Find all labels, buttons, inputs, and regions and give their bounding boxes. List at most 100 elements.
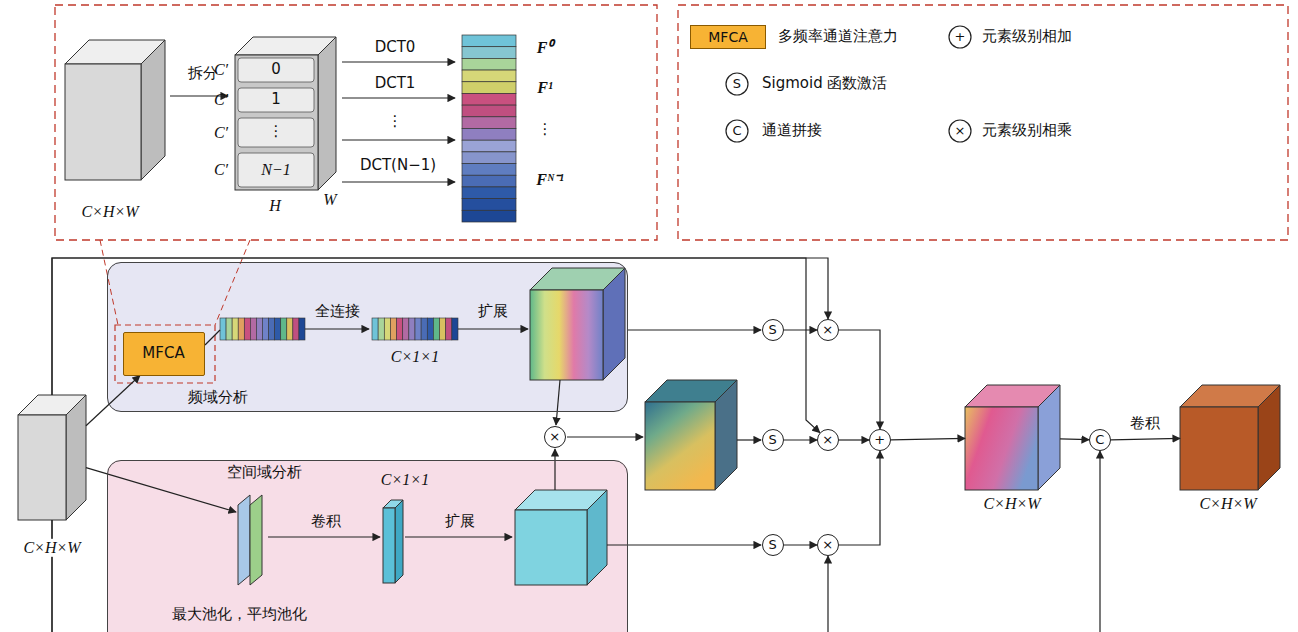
annotation-label: C′ [214, 91, 228, 109]
flow-arrow [607, 544, 761, 545]
annotation-label: 卷积 [311, 513, 341, 530]
cube-front [645, 402, 715, 490]
fused-cube [645, 380, 737, 490]
annotation-label: 拆分 [188, 65, 218, 82]
vector-stripe [299, 318, 305, 340]
flow-arrow [554, 449, 555, 490]
flow-arrow [342, 97, 455, 98]
annotation-label: C′ [214, 124, 228, 142]
flow-arrow [737, 439, 761, 440]
cube-side [1258, 385, 1280, 490]
annotation-label: ⋮ [269, 123, 284, 140]
vector-stripe [384, 318, 390, 340]
multiply-circle: × [544, 426, 566, 448]
connector [839, 451, 880, 545]
vector-stripe [238, 318, 244, 340]
flow-arrow [268, 536, 380, 537]
frequency-stripe [462, 82, 516, 94]
output-cube [1180, 385, 1280, 490]
vector-stripe [403, 318, 409, 340]
vector-stripe [433, 318, 439, 340]
connector [52, 520, 828, 632]
annotation-label: 全连接 [315, 303, 360, 320]
frequency-stripe [462, 199, 516, 211]
frequency-stripe [462, 70, 516, 82]
annotation-label: C×H×W [81, 203, 138, 221]
flow-arrow [627, 329, 761, 330]
legend-text: Sigmoid 函数激活 [762, 75, 887, 92]
annotation-label: DCT(N−1) [360, 157, 436, 174]
node-label: C×H×W [981, 495, 1042, 513]
panel-title: 最大池化，平均池化 [172, 606, 307, 623]
vector-stripe [415, 318, 421, 340]
zoom-line [100, 240, 118, 325]
cube-side [715, 380, 737, 490]
annotation-label: 扩展 [445, 513, 475, 530]
frequency-stripe [462, 58, 516, 70]
connector [891, 438, 965, 439]
annotation-label: C [732, 124, 741, 139]
max-pool-slab [238, 495, 250, 585]
flow-arrow [342, 181, 455, 182]
connector [1111, 438, 1180, 439]
cube-front [530, 290, 603, 380]
vector-stripe [421, 318, 427, 340]
vector-stripe [263, 318, 269, 340]
cube-side [603, 268, 625, 380]
sigmoid-circle: S [762, 534, 784, 556]
legend-text: 多频率通道注意力 [778, 28, 898, 45]
sigmoid-circle: S [762, 429, 784, 451]
conv-map [383, 500, 403, 583]
connector [839, 439, 869, 440]
frequency-stripe [462, 140, 516, 152]
connector [52, 451, 1100, 632]
vector-stripe [446, 318, 452, 340]
cube-front [235, 55, 318, 190]
annotation-label: C′ [214, 161, 228, 179]
connector [839, 330, 880, 429]
legend-text: 通道拼接 [762, 122, 822, 139]
zoom-line [215, 240, 250, 325]
annotation-label: C×1×1 [381, 471, 429, 489]
panel-title: 频域分析 [188, 389, 248, 406]
legend-text: 元素级别相乘 [982, 122, 1072, 139]
operator-symbol: × [822, 432, 833, 447]
frequency-panel-fill [107, 262, 628, 412]
legend-text: 元素级别相加 [982, 28, 1072, 45]
annotation-label: 0 [271, 61, 281, 78]
frequency-stripe [462, 105, 516, 117]
frequency-stripe [462, 152, 516, 164]
vector-stripe [244, 318, 250, 340]
edge-label: 卷积 [1130, 416, 1160, 433]
annotation-label: 扩展 [478, 303, 508, 320]
frequency-stripe [462, 129, 516, 141]
sum-cube [965, 385, 1060, 490]
annotation-label: F¹ [537, 79, 552, 97]
annotation-label: DCT0 [375, 39, 416, 56]
frequency-stripe [462, 35, 516, 47]
cube-side [318, 37, 336, 190]
flow-arrow [405, 536, 512, 537]
cube-side [66, 395, 86, 520]
vector-stripe [397, 318, 403, 340]
annotation-label: ⋮ [538, 121, 553, 138]
annotation-label: N−1 [261, 161, 290, 179]
cube-side [141, 40, 165, 180]
node-label: C×H×W [1197, 495, 1258, 513]
zoom-frame [115, 325, 215, 383]
mfca-box: MFCA [123, 332, 205, 376]
flow-arrow [567, 436, 643, 437]
vector-stripe [275, 318, 281, 340]
concat-circle: C [1089, 429, 1111, 451]
inset-frame [55, 5, 657, 240]
vector-stripe [281, 318, 287, 340]
legend-symbol [949, 120, 971, 142]
vector-stripe [250, 318, 256, 340]
frequency-panel: 频域分析 MFCA [107, 262, 628, 412]
legend-symbol [726, 73, 748, 95]
vector-stripe [409, 318, 415, 340]
vector-stripe [232, 318, 238, 340]
annotation-label: H [269, 197, 281, 215]
